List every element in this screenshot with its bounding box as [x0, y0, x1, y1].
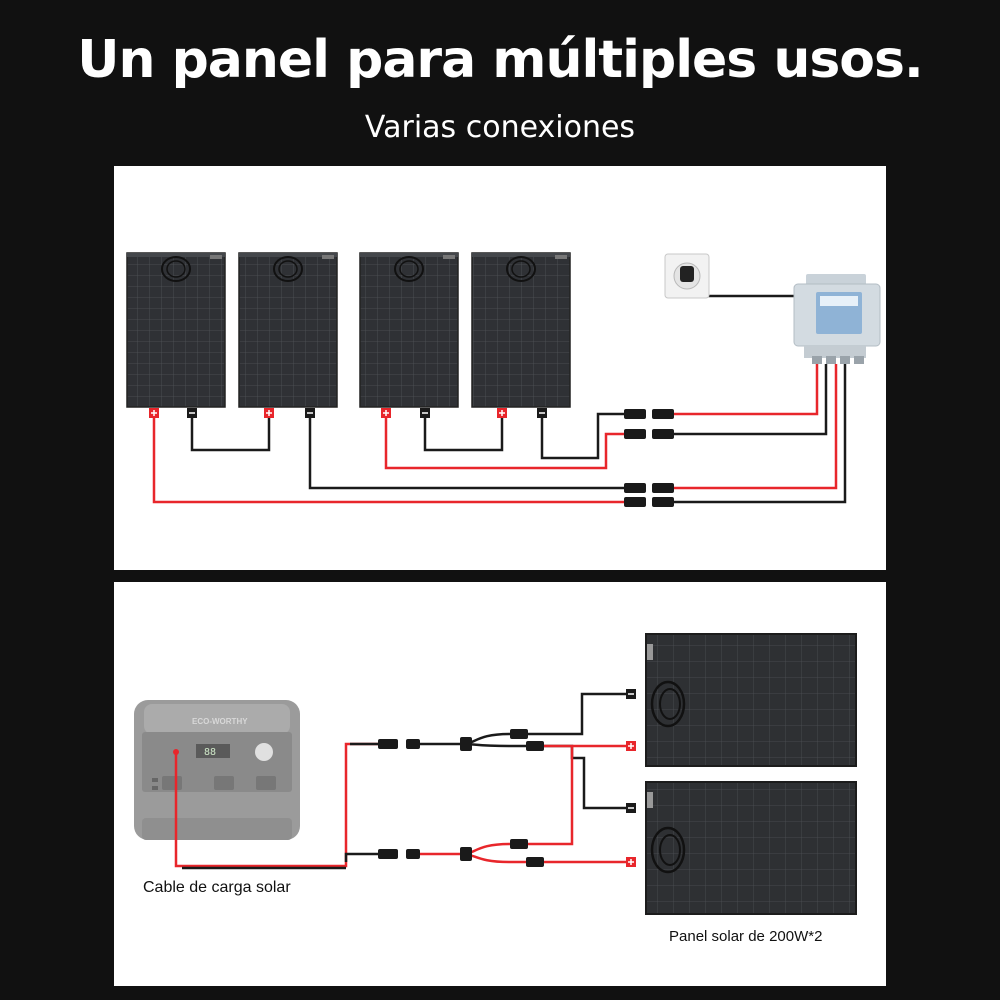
- mc4-connectors: [624, 409, 674, 507]
- page-subtitle: Varias conexiones: [364, 110, 636, 145]
- solar-panel-3: [359, 252, 459, 408]
- solar-panel-2: [238, 252, 338, 408]
- wall-outlet-icon: [664, 253, 710, 299]
- station-display-readout: 88: [204, 747, 216, 758]
- solar-panel-1: [126, 252, 226, 408]
- solar-panel-bottom: [645, 781, 857, 915]
- solar-panel-top: [645, 633, 857, 767]
- solar-panel-4: [471, 252, 571, 408]
- page-title: Un panel para múltiples usos.: [77, 30, 924, 90]
- panel-terminals: [626, 689, 636, 867]
- panel-terminals: [149, 408, 547, 418]
- microinverter-icon: [793, 274, 881, 364]
- connection-diagram-power-station: ECO-WORTHY 88: [114, 582, 886, 986]
- wiring: [152, 282, 847, 504]
- panel-label: Panel solar de 200W*2: [669, 928, 823, 945]
- cable-label: Cable de carga solar: [143, 879, 291, 896]
- mc4-connectors: [378, 729, 544, 867]
- station-brand-label: ECO-WORTHY: [192, 717, 248, 726]
- connection-diagram-microinverter: [114, 166, 886, 570]
